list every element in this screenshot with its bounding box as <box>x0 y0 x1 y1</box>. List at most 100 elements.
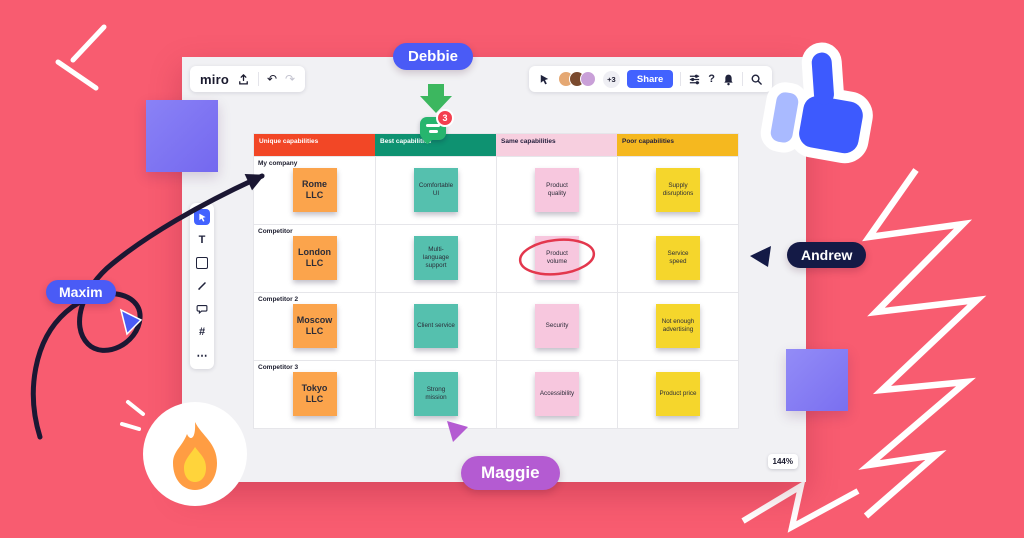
table-cell: Competitor 3 Tokyo LLC <box>254 361 375 428</box>
cursor-label-maxim: Maxim <box>46 280 116 304</box>
table-header-row: Unique capabilities Best capabilities Sa… <box>254 134 738 156</box>
column-header-unique[interactable]: Unique capabilities <box>254 134 375 156</box>
sticky-note-text: Strong mission <box>425 386 447 401</box>
sticky-note[interactable]: Not enough advertising <box>656 304 700 348</box>
sticky-note[interactable]: Service speed <box>656 236 700 280</box>
zoom-level-badge[interactable]: 144% <box>767 454 798 469</box>
table-cell: Accessibility <box>496 361 617 428</box>
sticky-note[interactable]: Tokyo LLC <box>292 372 337 416</box>
search-icon[interactable] <box>750 73 763 86</box>
table-row: My company Rome LLC Comfortable UI Produ… <box>254 156 738 224</box>
sticky-note-text: Client service <box>417 322 455 330</box>
help-icon[interactable]: ? <box>708 73 715 85</box>
sticky-note-text: Product volume <box>546 250 568 265</box>
sticky-note[interactable]: Multi-language support <box>414 236 458 280</box>
table-cell: Competitor 2 Moscow LLC <box>254 293 375 360</box>
sticky-note[interactable]: Client service <box>414 304 458 348</box>
undo-icon[interactable]: ↶ <box>266 72 278 86</box>
sticky-note-text: Product price <box>659 390 697 398</box>
sticky-note[interactable]: Rome LLC <box>292 168 337 212</box>
miro-app-window: miro ↶ ↷ +3 Share <box>182 57 806 482</box>
tool-palette: T # ⋯ <box>190 203 214 369</box>
pen-tool-icon[interactable] <box>194 278 210 294</box>
sticky-note[interactable]: Strong mission <box>414 372 458 416</box>
row-label[interactable]: Competitor 2 <box>258 296 299 303</box>
miro-logo[interactable]: miro <box>200 71 229 87</box>
table-row: Competitor 2 Moscow LLC Client service S… <box>254 292 738 360</box>
purple-sticky-square <box>786 349 848 411</box>
table-cell: Service speed <box>617 225 738 292</box>
sticky-note-text: Not enough advertising <box>661 318 695 333</box>
table-cell: My company Rome LLC <box>254 157 375 224</box>
flame-sticker <box>143 402 247 506</box>
sticky-note[interactable]: London LLC <box>292 236 337 280</box>
table-cell: Not enough advertising <box>617 293 738 360</box>
sticky-note-text: Comfortable UI <box>418 182 454 197</box>
cursor-label-maggie: Maggie <box>461 456 560 490</box>
flame-inner <box>184 447 206 482</box>
sticky-note[interactable]: Supply disruptions <box>656 168 700 212</box>
share-button[interactable]: Share <box>626 70 674 88</box>
table-cell: Security <box>496 293 617 360</box>
comment-line <box>426 124 440 127</box>
table-cell: Comfortable UI <box>375 157 496 224</box>
sticky-note-text: Rome LLC <box>301 179 327 200</box>
topbar-right-group: +3 Share ? <box>528 66 772 92</box>
spark-line-decoration <box>70 24 107 63</box>
sticky-note[interactable]: Security <box>535 304 579 348</box>
table-row: Competitor London LLC Multi-language sup… <box>254 224 738 292</box>
settings-sliders-icon[interactable] <box>688 73 701 86</box>
sticky-note-text: Multi-language support <box>423 246 449 269</box>
sticky-note-text: Product quality <box>546 182 568 197</box>
table-cell: Competitor London LLC <box>254 225 375 292</box>
sticky-note[interactable]: Accessibility <box>535 372 579 416</box>
comment-tool-icon[interactable] <box>194 301 210 317</box>
table-cell: Multi-language support <box>375 225 496 292</box>
table-cell: Product price <box>617 361 738 428</box>
divider <box>257 72 259 86</box>
text-tool-icon[interactable]: T <box>198 234 206 246</box>
cursor-label-andrew: Andrew <box>787 242 867 268</box>
comment-count-badge: 3 <box>436 109 454 127</box>
sticky-note-text: Tokyo LLC <box>301 383 328 404</box>
column-header-same[interactable]: Same capabilities <box>496 134 617 156</box>
sticky-note-text: Moscow LLC <box>296 315 333 336</box>
row-label[interactable]: Competitor <box>258 228 293 235</box>
table-cell: Supply disruptions <box>617 157 738 224</box>
sticky-note[interactable]: Moscow LLC <box>292 304 337 348</box>
select-tool-icon[interactable] <box>194 209 210 225</box>
column-header-best[interactable]: Best capabilities <box>375 134 496 156</box>
sticky-note-tool-icon[interactable] <box>194 255 210 271</box>
redo-icon[interactable]: ↷ <box>285 72 296 86</box>
sticky-note[interactable]: Product volume <box>535 236 579 280</box>
sticky-note-text: Supply disruptions <box>662 182 694 197</box>
divider <box>680 72 682 86</box>
zigzag-bottom-decoration <box>741 479 860 533</box>
collaborator-avatars[interactable] <box>557 71 596 87</box>
sticky-note[interactable]: Product quality <box>535 168 579 212</box>
comment-bubble-icon[interactable]: 3 <box>420 109 454 145</box>
export-icon[interactable] <box>237 73 250 86</box>
thumbs-up-sticker <box>760 42 873 164</box>
frame-tool-icon[interactable]: # <box>198 326 206 338</box>
column-header-poor[interactable]: Poor capabilities <box>617 134 738 156</box>
collaboration-cursor-icon[interactable] <box>538 73 551 86</box>
sticky-note-text: Security <box>545 322 569 330</box>
table-cell: Strong mission <box>375 361 496 428</box>
row-label[interactable]: Competitor 3 <box>258 364 299 371</box>
table-cell: Product quality <box>496 157 617 224</box>
avatar[interactable] <box>579 71 596 87</box>
sticky-note[interactable]: Product price <box>656 372 700 416</box>
sticky-note-text: London LLC <box>298 247 331 268</box>
more-tools-icon[interactable]: ⋯ <box>196 349 208 362</box>
spark-line-decoration <box>55 59 99 91</box>
sticky-note-text: Service speed <box>667 250 689 265</box>
purple-sticky-square <box>146 100 218 172</box>
sticky-note[interactable]: Comfortable UI <box>414 168 458 212</box>
sticky-note-text: Accessibility <box>539 390 575 398</box>
table-cell: Client service <box>375 293 496 360</box>
collaborators-overflow-badge[interactable]: +3 <box>602 70 620 88</box>
notifications-bell-icon[interactable] <box>722 73 735 86</box>
row-label[interactable]: My company <box>258 160 298 167</box>
